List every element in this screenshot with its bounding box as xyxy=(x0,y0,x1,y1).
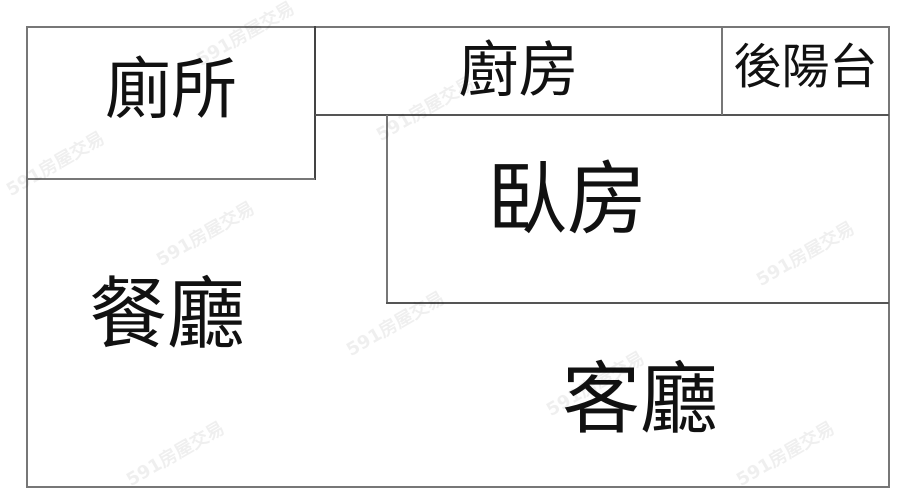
outer-wall-top xyxy=(26,26,890,28)
room-dining: 餐廳 xyxy=(27,250,307,380)
outer-wall-left xyxy=(26,26,28,487)
room-label: 廁所 xyxy=(105,50,237,128)
watermark: 591房屋交易 xyxy=(732,417,839,491)
room-bathroom: 廁所 xyxy=(27,27,315,152)
bedroom-wall-bottom xyxy=(386,302,889,304)
room-label: 臥房 xyxy=(487,153,647,246)
watermark: 591房屋交易 xyxy=(342,287,449,361)
room-back-balcony: 後陽台 xyxy=(722,27,889,107)
watermark: 591房屋交易 xyxy=(752,217,859,291)
room-kitchen: 廚房 xyxy=(315,27,722,115)
watermark: 591房屋交易 xyxy=(122,417,229,491)
bathroom-wall-bottom xyxy=(26,178,315,180)
room-label: 後陽台 xyxy=(733,39,878,95)
room-living: 客廳 xyxy=(540,340,740,460)
outer-wall-bottom xyxy=(26,486,890,488)
bathroom-wall-right xyxy=(314,26,316,180)
outer-wall-right xyxy=(888,26,890,487)
balcony-wall-left xyxy=(721,26,723,115)
kitchen-wall-bottom xyxy=(315,114,889,116)
room-bedroom: 臥房 xyxy=(387,115,747,285)
room-label: 廚房 xyxy=(458,36,579,106)
room-label: 餐廳 xyxy=(88,270,245,360)
room-label: 客廳 xyxy=(561,355,718,445)
bedroom-wall-left xyxy=(386,115,388,304)
